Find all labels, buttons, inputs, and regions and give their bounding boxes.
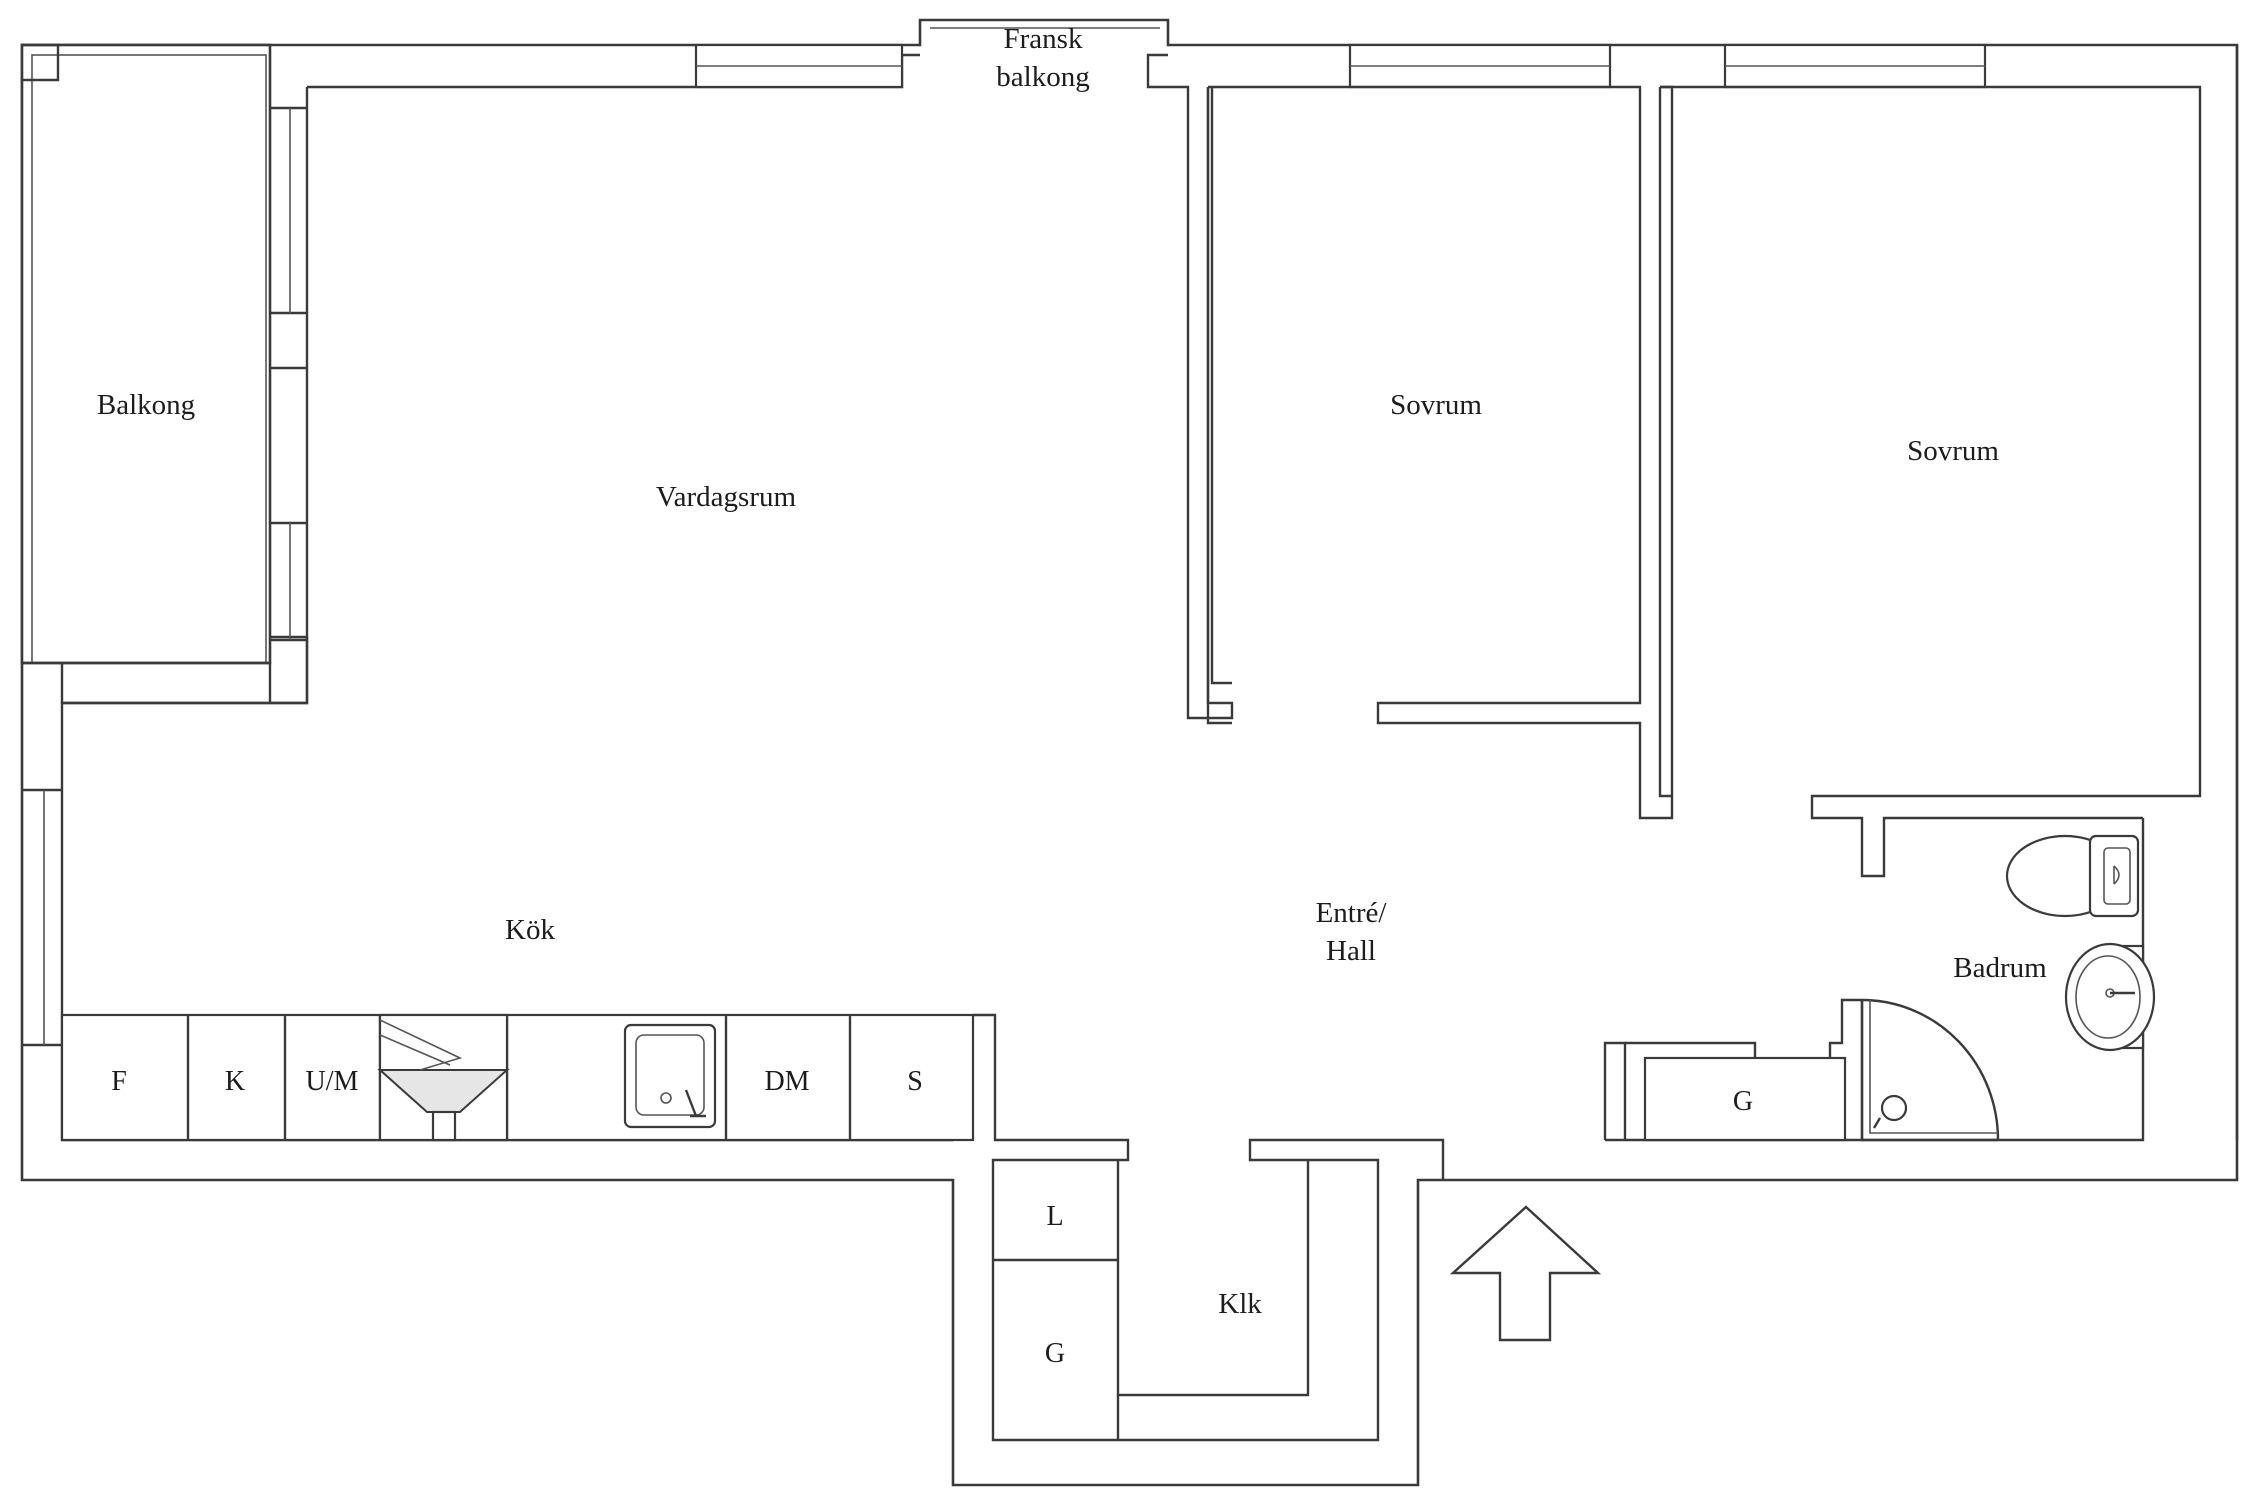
label-dishwasher: DM [764,1066,809,1097]
kitchen-counter [60,1013,975,1142]
label-balkong: Balkong [97,389,195,421]
label-kok: Kök [505,914,555,946]
label-wardrobe-klk: G [1045,1338,1065,1369]
stove-icon [377,1013,510,1142]
windows [694,27,1987,89]
label-fridge: F [111,1066,127,1097]
balcony [20,43,272,665]
entrance-arrow-icon [1449,1205,1602,1342]
washbasin-icon [2064,942,2156,1052]
label-klk: Klk [1218,1288,1262,1320]
kitchen-sink-icon [623,1023,717,1129]
bedroom-2-walls [1658,45,2239,1140]
label-fransk-balkong-2: balkong [996,61,1089,93]
shower-icon [1860,998,2000,1142]
label-badrum: Badrum [1953,952,2047,984]
label-sovrum-2: Sovrum [1907,435,1999,467]
outer-wall [20,18,2239,1487]
label-linen-closet: L [1046,1201,1063,1232]
label-oven-microwave: U/M [306,1066,359,1097]
label-vardagsrum: Vardagsrum [656,481,797,513]
bedroom-1-walls [1206,85,1674,820]
label-entre-1: Entré/ [1316,897,1388,929]
label-entre-2: Hall [1326,935,1376,967]
label-wardrobe-hall: G [1733,1086,1753,1117]
hall-walls [973,1013,1445,1442]
hall-wardrobe [1643,1056,1847,1142]
label-freezer: K [225,1066,245,1097]
toilet-icon [2005,834,2140,918]
label-storage: S [907,1066,923,1097]
label-fransk-balkong-1: Fransk [1004,23,1083,55]
label-sovrum-1: Sovrum [1390,389,1482,421]
